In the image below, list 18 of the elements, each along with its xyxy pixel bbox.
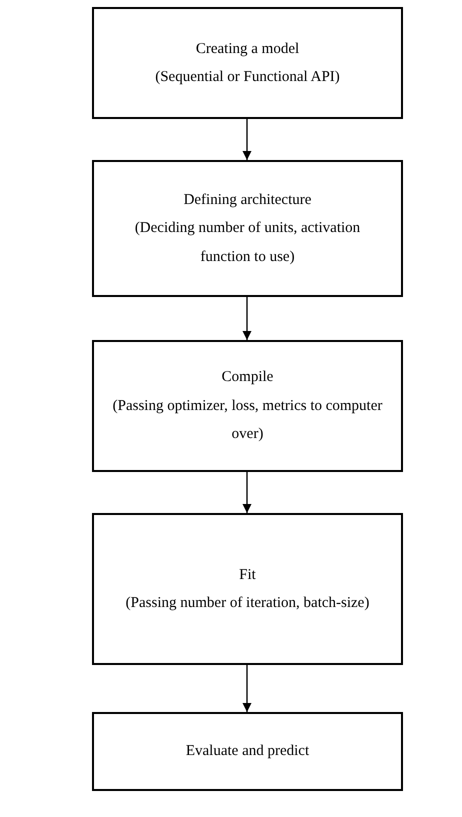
step-title: Creating a model (196, 40, 300, 58)
step-title: Compile (222, 368, 274, 388)
step-description: (Deciding number of units, activation function to use) (134, 219, 362, 267)
step-title: Fit (239, 566, 256, 584)
arrow (242, 297, 252, 340)
process-box (92, 340, 403, 472)
step-description: Evaluate and predict (186, 742, 310, 762)
arrow (242, 119, 252, 160)
step-description: (Passing optimizer, loss, metrics to computer over) (112, 396, 384, 444)
step-description: (Sequential or Functional API) (155, 68, 340, 87)
step-description: (Passing number of iteration, batch-size) (126, 594, 370, 613)
process-box (92, 7, 403, 119)
arrow (242, 472, 252, 513)
step-title: Defining architecture (184, 190, 312, 210)
process-box (92, 513, 403, 665)
process-box (92, 712, 403, 791)
arrow (242, 665, 252, 712)
process-box (92, 160, 403, 297)
